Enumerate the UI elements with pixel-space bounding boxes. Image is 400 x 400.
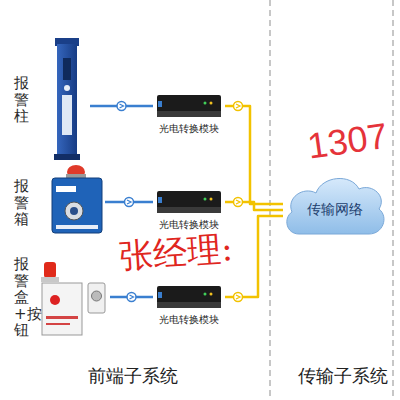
cable-connector [225, 102, 283, 205]
converter-device [157, 286, 221, 308]
box-strip [56, 225, 98, 229]
cable-joint [125, 198, 134, 207]
network-label: 传输网络 [307, 200, 363, 218]
converter-module: 光电转换模块 [153, 92, 225, 138]
converter-device [157, 95, 221, 117]
converter-module: 光电转换模块 [153, 283, 225, 329]
alarm-device: 报警柱 [10, 40, 90, 170]
small-box-light [50, 295, 60, 305]
converter-device [157, 191, 221, 213]
converter-body [157, 95, 221, 117]
converter-body [157, 286, 221, 308]
box-label-plate [56, 186, 76, 192]
device-label: 报警箱 [14, 178, 29, 228]
warning-light [67, 165, 85, 179]
cable-connector [110, 293, 153, 302]
converter-port [158, 101, 162, 107]
subsystem-label: 前端子系统 [88, 364, 178, 388]
pillar-speaker [63, 58, 71, 80]
cable-joint-mark [236, 200, 240, 204]
converter-body [157, 191, 221, 213]
cable-connector [225, 198, 283, 211]
cable-joint-mark [130, 295, 134, 299]
push-button-cap [92, 291, 102, 301]
small-box-strip [46, 316, 78, 319]
cloud-outline [287, 178, 384, 234]
cable-joint-mark [127, 200, 131, 204]
cable-joint [234, 198, 243, 207]
cable-joint [117, 102, 126, 111]
box-button-core [70, 207, 78, 215]
alarm-box [52, 178, 102, 233]
converter-led [204, 198, 207, 201]
converter-front [157, 207, 221, 213]
subsystem-divider [392, 0, 394, 400]
cable-joint [234, 293, 243, 302]
converter-module: 光电转换模块 [153, 188, 225, 234]
pillar-button [64, 85, 70, 91]
converter-port [158, 197, 162, 203]
cable-joint [127, 293, 136, 302]
push-button [88, 283, 105, 313]
network-cloud: 传输网络 [283, 168, 387, 238]
box-button [65, 202, 83, 220]
converter-front [157, 302, 221, 308]
cable-joint-mark [236, 104, 240, 108]
watermark: 张经理: [118, 226, 234, 280]
siren-base [41, 277, 59, 282]
alarm-device: 报警箱 [10, 165, 105, 237]
light-base [66, 174, 86, 178]
siren-light [44, 262, 56, 278]
cable-line [225, 216, 283, 297]
pillar-panel [62, 95, 72, 135]
converter-led [204, 293, 207, 296]
subsystem-label: 传输子系统 [298, 364, 388, 388]
alarm-pillar [57, 44, 77, 156]
converter-front [157, 111, 221, 117]
alarm-small-box [42, 283, 82, 335]
cable-connector [105, 198, 153, 207]
module-label: 光电转换模块 [153, 313, 225, 327]
watermark: 1307 [305, 115, 390, 168]
cable-connector [90, 102, 153, 111]
converter-led [204, 102, 207, 105]
converter-led [210, 293, 213, 296]
converter-led [210, 198, 213, 201]
converter-port [158, 292, 162, 298]
cable-joint-mark [236, 295, 240, 299]
cable-joint-mark [120, 104, 124, 108]
small-box-strip [46, 323, 70, 325]
cable-line [225, 106, 283, 204]
module-label: 光电转换模块 [153, 122, 225, 136]
converter-led [210, 102, 213, 105]
cable-connector [225, 216, 283, 302]
cable-joint [234, 102, 243, 111]
device-label: 报警柱 [14, 75, 29, 125]
alarm-device: 报警盒+按钮 [10, 256, 110, 358]
subsystem-divider [269, 0, 271, 400]
pillar-base [54, 154, 80, 160]
device-label: 报警盒+按钮 [14, 256, 29, 339]
